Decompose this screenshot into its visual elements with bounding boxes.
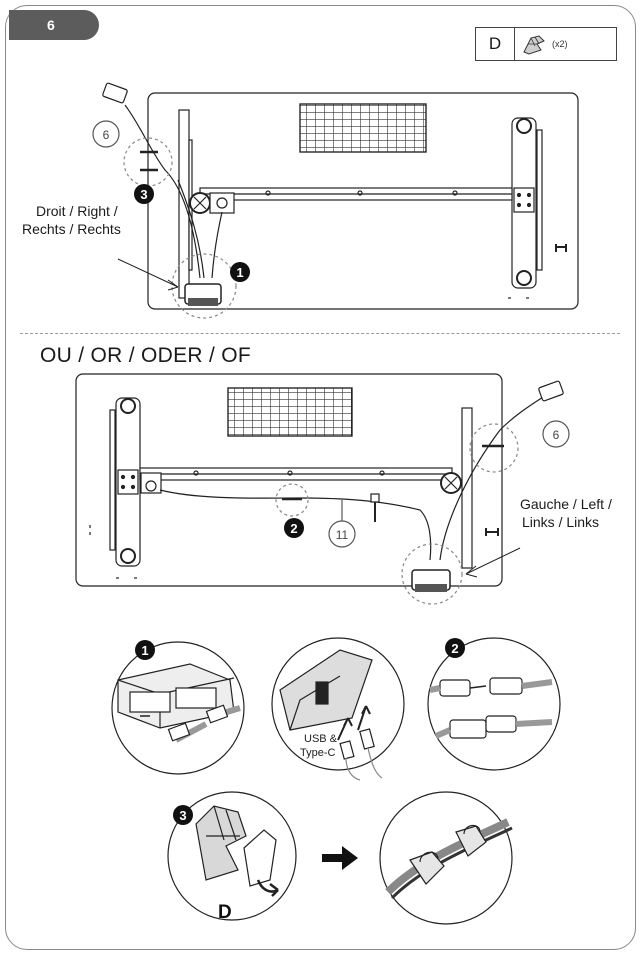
bottom-part-ref-6: 6: [553, 428, 560, 442]
svg-text:3: 3: [140, 187, 147, 202]
desk-grill: [299, 103, 427, 153]
section-divider: [20, 333, 620, 334]
alternative-title: OU / OR / ODER / OF: [40, 344, 252, 367]
top-desk-diagram: [92, 82, 579, 319]
desk-top-outline-2: [75, 373, 503, 587]
parts-cell: (x2): [515, 28, 616, 60]
right-side-label-line-1: Droit / Right /: [36, 203, 118, 219]
svg-text:1: 1: [236, 265, 243, 280]
detail-2-plugs: [427, 637, 561, 771]
left-side-label-line-2: Links / Links: [522, 514, 600, 530]
detail-letter-d: D: [218, 902, 232, 923]
detail-callout-3: 3: [173, 805, 193, 825]
parts-quantity: (x2): [552, 39, 568, 49]
right-side-label-line-2: Rechts / Rechts: [22, 221, 121, 237]
result-arrow: [322, 846, 358, 870]
parts-box: D (x2): [475, 27, 617, 61]
step-number: 6: [47, 17, 55, 33]
cable-clip-icon: [523, 35, 545, 55]
usb-label-line-2: Type-C: [300, 747, 336, 759]
detail-callout-2: 2: [445, 638, 465, 658]
bottom-desk-diagram: [75, 373, 570, 605]
parts-letter: D: [476, 28, 515, 60]
detail-clip-result: [379, 791, 513, 925]
svg-text:2: 2: [290, 521, 297, 536]
usb-label-line-1: USB &: [304, 733, 338, 745]
svg-text:1: 1: [141, 643, 148, 658]
bottom-part-ref-11: 11: [336, 528, 349, 542]
top-part-ref: 6: [103, 128, 110, 142]
bottom-callout-2: 2: [284, 518, 304, 538]
detail-usb-ports: [271, 637, 405, 781]
detail-1-control-box: [111, 641, 245, 775]
step-number-badge: 6: [9, 10, 99, 40]
detail-callout-1: 1: [135, 640, 155, 660]
left-side-label-line-1: Gauche / Left /: [520, 496, 612, 512]
top-callout-3: 3: [134, 184, 154, 204]
detail-3-cable-clip: [167, 791, 297, 921]
svg-text:3: 3: [179, 808, 186, 823]
svg-text:2: 2: [451, 641, 458, 656]
top-callout-1: 1: [230, 262, 250, 282]
